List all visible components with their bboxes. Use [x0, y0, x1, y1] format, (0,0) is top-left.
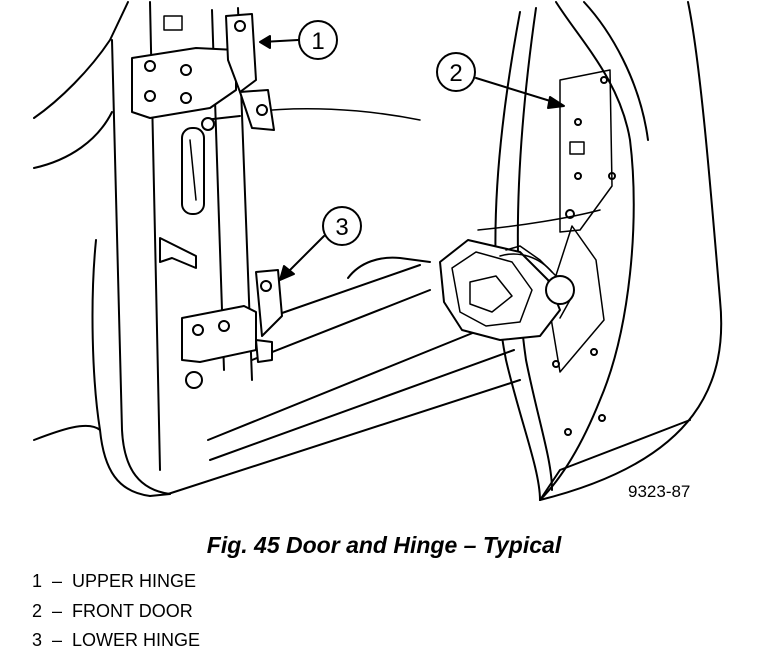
legend-dash: – — [42, 571, 73, 591]
door-opening-body — [33, 1, 521, 497]
legend-number: 2 — [32, 600, 43, 621]
wiring-harness-boot — [439, 209, 601, 341]
legend-dash: – — [42, 600, 73, 621]
callout-3: 3 — [279, 206, 362, 281]
upper-hinge — [131, 13, 275, 131]
legend-item: 3 – LOWER HINGE — [32, 626, 200, 656]
callout-1-number: 1 — [311, 28, 324, 55]
legend-item: 2 – FRONT DOOR — [32, 597, 200, 627]
legend-number: 3 — [32, 630, 43, 650]
legend-number: 1 — [32, 571, 43, 591]
figure-caption: Fig. 45 Door and Hinge – Typical — [206, 532, 562, 558]
figure-part-code: 9323-87 — [628, 482, 691, 501]
legend-item: 1 – UPPER HINGE — [32, 567, 200, 597]
legend-dash: – — [42, 630, 73, 650]
callout-2: 2 — [436, 52, 565, 109]
legend: 1 – UPPER HINGE 2 – FRONT DOOR 3 – LOWER… — [32, 567, 200, 656]
legend-label: FRONT DOOR — [72, 600, 193, 621]
lower-hinge — [181, 269, 283, 363]
callout-2-number: 2 — [449, 60, 462, 87]
front-door — [494, 1, 723, 501]
callout-1: 1 — [259, 20, 338, 60]
legend-label: UPPER HINGE — [72, 571, 197, 591]
legend-label: LOWER HINGE — [72, 630, 201, 650]
callout-3-number: 3 — [335, 214, 348, 241]
door-hinge-illustration: 1 2 3 — [33, 1, 723, 501]
